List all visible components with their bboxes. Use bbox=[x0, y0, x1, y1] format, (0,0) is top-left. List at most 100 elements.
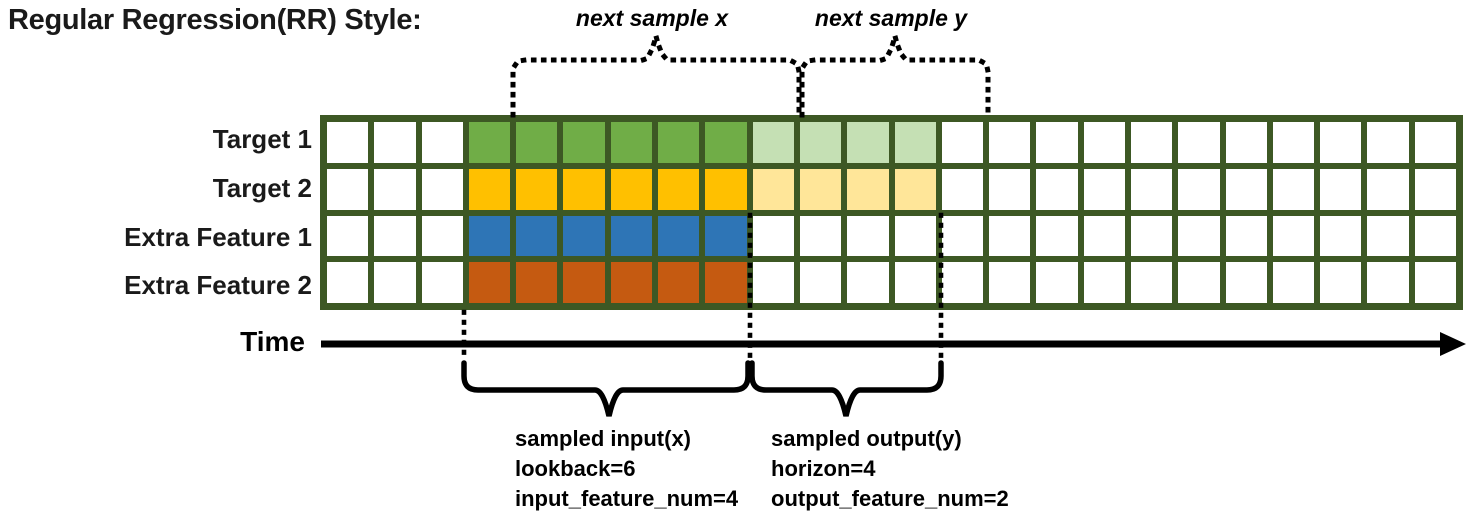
row-label-target-1: Target 1 bbox=[212, 124, 312, 154]
grid-cell-r0-c2 bbox=[421, 122, 463, 163]
grid-cell-r0-c9 bbox=[752, 122, 794, 163]
next-sample-y-brace bbox=[799, 35, 991, 118]
grid-cell-r3-c5 bbox=[563, 262, 605, 303]
output-feature-num-value: output_feature_num=2 bbox=[771, 486, 1009, 511]
grid-cell-r2-c7 bbox=[658, 215, 700, 257]
time-axis-label: Time bbox=[240, 326, 305, 357]
grid-cell-r2-c6 bbox=[610, 215, 653, 257]
grid-cell-r3-c15 bbox=[1036, 262, 1078, 303]
grid-cell-r0-c12 bbox=[894, 122, 936, 163]
grid-cell-r0-c19 bbox=[1225, 122, 1267, 163]
grid-cell-r3-c4 bbox=[516, 262, 558, 303]
grid-cell-r3-c3 bbox=[468, 262, 511, 303]
grid-cell-r0-c7 bbox=[658, 122, 700, 163]
grid-cell-r0-c23 bbox=[1414, 122, 1456, 163]
diagram-title: Regular Regression(RR) Style: bbox=[8, 4, 422, 36]
sampled-output-note: sampled output(y) horizon=4 output_featu… bbox=[771, 424, 1009, 514]
grid-cell-r0-c8 bbox=[705, 122, 747, 163]
grid-cell-r1-c8 bbox=[705, 168, 747, 210]
grid-cell-r1-c12 bbox=[894, 168, 936, 210]
grid-cell-r2-c23 bbox=[1414, 215, 1456, 257]
grid-cell-r3-c0 bbox=[327, 262, 369, 303]
grid-cell-r1-c23 bbox=[1414, 168, 1456, 210]
grid-cell-r0-c18 bbox=[1178, 122, 1220, 163]
grid-cell-r2-c12 bbox=[894, 215, 936, 257]
grid-cell-r2-c11 bbox=[847, 215, 889, 257]
grid-cell-r3-c23 bbox=[1414, 262, 1456, 303]
grid-cell-r2-c13 bbox=[941, 215, 984, 257]
grid-cell-r0-c4 bbox=[516, 122, 558, 163]
row-label-extra-feature-2: Extra Feature 2 bbox=[124, 270, 312, 300]
grid-cell-r1-c17 bbox=[1130, 168, 1173, 210]
grid-cell-r1-c10 bbox=[799, 168, 842, 210]
sampled-output-brace bbox=[749, 360, 944, 417]
grid-cell-r3-c2 bbox=[421, 262, 463, 303]
grid-cell-r1-c9 bbox=[752, 168, 794, 210]
grid-cell-r2-c1 bbox=[374, 215, 416, 257]
grid-cell-r1-c1 bbox=[374, 168, 416, 210]
grid-cell-r2-c8 bbox=[705, 215, 747, 257]
grid-cell-r3-c16 bbox=[1083, 262, 1125, 303]
grid-cell-r3-c8 bbox=[705, 262, 747, 303]
grid-cell-r2-c18 bbox=[1178, 215, 1220, 257]
grid-cell-r3-c19 bbox=[1225, 262, 1267, 303]
grid-cell-r3-c7 bbox=[658, 262, 700, 303]
next-sample-x-label: next sample x bbox=[575, 5, 729, 31]
grid-cell-r3-c10 bbox=[799, 262, 842, 303]
grid-cell-r2-c22 bbox=[1367, 215, 1409, 257]
grid-cell-r2-c0 bbox=[327, 215, 369, 257]
grid-cell-r1-c15 bbox=[1036, 168, 1078, 210]
grid-cell-r1-c19 bbox=[1225, 168, 1267, 210]
grid-cell-r1-c14 bbox=[989, 168, 1031, 210]
input-feature-num-value: input_feature_num=4 bbox=[515, 486, 739, 511]
grid-cell-r2-c5 bbox=[563, 215, 605, 257]
grid-cell-r1-c13 bbox=[941, 168, 984, 210]
horizon-value: horizon=4 bbox=[771, 456, 876, 481]
grid-cell-r3-c14 bbox=[989, 262, 1031, 303]
grid-cell-r2-c16 bbox=[1083, 215, 1125, 257]
sampled-input-note: sampled input(x) lookback=6 input_featur… bbox=[515, 424, 738, 514]
next-sample-x-brace bbox=[510, 35, 802, 118]
sampled-input-brace bbox=[461, 360, 751, 417]
grid-cell-r1-c21 bbox=[1320, 168, 1362, 210]
grid-cell-r0-c15 bbox=[1036, 122, 1078, 163]
next-sample-y-label: next sample y bbox=[814, 5, 968, 31]
sampled-output-title: sampled output(y) bbox=[771, 426, 962, 451]
grid-cell-r1-c20 bbox=[1272, 168, 1315, 210]
grid-cell-r0-c3 bbox=[468, 122, 511, 163]
grid-cell-r2-c4 bbox=[516, 215, 558, 257]
time-axis-arrowhead bbox=[1440, 332, 1466, 356]
grid-cell-r3-c9 bbox=[752, 262, 794, 303]
lookback-value: lookback=6 bbox=[515, 456, 636, 481]
grid-cell-r0-c17 bbox=[1130, 122, 1173, 163]
grid-cell-r1-c16 bbox=[1083, 168, 1125, 210]
grid-cell-r3-c12 bbox=[894, 262, 936, 303]
grid-cell-r3-c18 bbox=[1178, 262, 1220, 303]
grid-cell-r3-c20 bbox=[1272, 262, 1315, 303]
grid-cell-r2-c2 bbox=[421, 215, 463, 257]
grid-cell-r3-c13 bbox=[941, 262, 984, 303]
grid-cell-r2-c20 bbox=[1272, 215, 1315, 257]
grid-cell-r2-c15 bbox=[1036, 215, 1078, 257]
grid-cell-r0-c13 bbox=[941, 122, 984, 163]
grid-cell-r2-c21 bbox=[1320, 215, 1362, 257]
grid-cell-r0-c22 bbox=[1367, 122, 1409, 163]
time-series-grid bbox=[320, 115, 1463, 310]
grid-cell-r2-c9 bbox=[752, 215, 794, 257]
grid-cell-r1-c18 bbox=[1178, 168, 1220, 210]
grid-cell-r0-c6 bbox=[610, 122, 653, 163]
grid-cell-r1-c0 bbox=[327, 168, 369, 210]
grid-cell-r0-c10 bbox=[799, 122, 842, 163]
grid-cell-r3-c21 bbox=[1320, 262, 1362, 303]
grid-cell-r3-c11 bbox=[847, 262, 889, 303]
row-label-extra-feature-1: Extra Feature 1 bbox=[124, 222, 312, 252]
grid-cell-r1-c4 bbox=[516, 168, 558, 210]
grid-cell-r0-c5 bbox=[563, 122, 605, 163]
sampled-input-title: sampled input(x) bbox=[515, 426, 692, 451]
grid-cell-r1-c6 bbox=[610, 168, 653, 210]
grid-cell-r3-c6 bbox=[610, 262, 653, 303]
grid-cell-r0-c0 bbox=[327, 122, 369, 163]
grid-cell-r3-c17 bbox=[1130, 262, 1173, 303]
grid-cell-r1-c11 bbox=[847, 168, 889, 210]
